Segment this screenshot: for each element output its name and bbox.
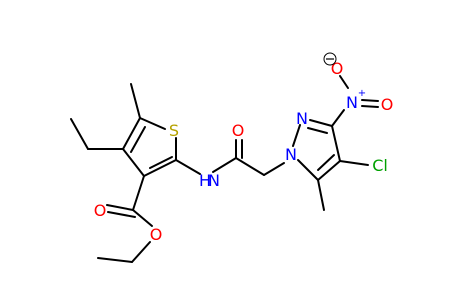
bond-c2-nh bbox=[175, 159, 201, 175]
nitro-plus-charge: + bbox=[358, 88, 366, 99]
bond-c4p-c5p bbox=[317, 160, 341, 181]
bond-c4p-c5p-double bbox=[317, 154, 335, 171]
chlorine-atom: Cl bbox=[372, 156, 388, 175]
bond-c5-methyl bbox=[130, 83, 141, 119]
minus-charge-circle bbox=[323, 52, 337, 66]
bond-ch2-ch3 bbox=[97, 257, 133, 263]
bond-ethyl-ch2-ch3 bbox=[70, 118, 89, 150]
bond-c3-c2 bbox=[143, 159, 177, 177]
nitro-oxygen-double-atom: O bbox=[381, 95, 394, 114]
bond-n-nitro-o-minus bbox=[339, 75, 349, 89]
bond-n1-n2 bbox=[292, 124, 301, 147]
bond-o-ether-ch2 bbox=[131, 241, 151, 263]
bond-ester-c-o-ether bbox=[132, 209, 153, 227]
nitro-nitrogen-atom: N bbox=[346, 93, 358, 112]
bond-n2-c3p bbox=[309, 119, 333, 127]
amide-nitrogen-atom: N bbox=[208, 171, 220, 190]
bond-c4p-cl bbox=[339, 160, 369, 166]
bond-n-nitro-o-double bbox=[361, 99, 379, 102]
bond-c5p-methyl bbox=[317, 179, 325, 211]
bond-s-c5 bbox=[139, 117, 166, 130]
amide-hydrogen-atom: H bbox=[199, 171, 211, 190]
sulfur-atom: S bbox=[169, 121, 179, 140]
ester-ether-oxygen-atom: O bbox=[150, 225, 163, 244]
bond-n1-c5p bbox=[297, 159, 319, 181]
bond-layer bbox=[70, 75, 379, 263]
bond-c4-c3 bbox=[122, 148, 145, 177]
bond-c5-c4 bbox=[122, 117, 141, 150]
nitro-oxygen-minus-atom: O bbox=[331, 59, 344, 78]
bond-c-amide-ch2 bbox=[235, 157, 265, 176]
bond-ester-c-o-carbonyl-double bbox=[107, 211, 136, 218]
ester-carbonyl-oxygen-atom: O bbox=[94, 201, 107, 220]
atom-label-layer: S N H O O O N N N + O O Cl bbox=[94, 52, 394, 244]
bond-c5-c4-double bbox=[130, 126, 146, 153]
bond-c3-ester-c bbox=[132, 175, 145, 211]
bond-c3p-c4p bbox=[331, 125, 341, 162]
bond-ch2-n1 bbox=[263, 162, 285, 176]
bond-c3p-n-nitro bbox=[331, 109, 345, 127]
bond-ester-c-o-carbonyl bbox=[106, 204, 134, 211]
bond-n2-c3p-double bbox=[307, 127, 328, 134]
pyrazole-n1-atom: N bbox=[285, 145, 297, 164]
bond-nh-c-amide bbox=[212, 157, 237, 173]
amide-oxygen-atom: O bbox=[232, 121, 245, 140]
pyrazole-n2-atom: N bbox=[296, 109, 308, 128]
bond-c3-c2-double bbox=[149, 156, 173, 169]
bond-n-nitro-o-double-2 bbox=[361, 105, 379, 108]
